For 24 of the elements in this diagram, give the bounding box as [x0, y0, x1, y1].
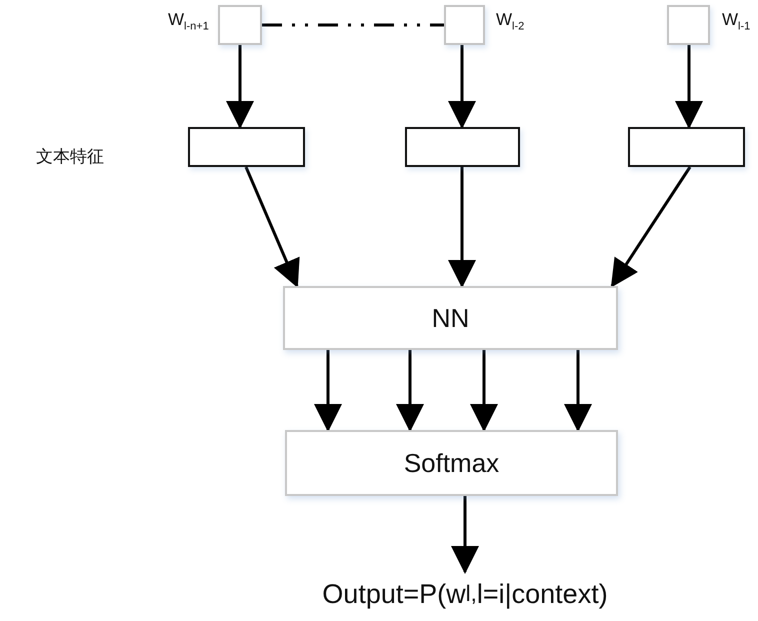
input-square [667, 5, 710, 45]
arrow [675, 45, 703, 129]
input-square [444, 5, 485, 45]
dash-dot-line [262, 24, 444, 26]
row-label: 文本特征 [36, 146, 104, 168]
arrow [226, 45, 254, 129]
arrow [451, 496, 479, 574]
arrow [564, 350, 592, 432]
arrow [448, 45, 476, 129]
process-box: NN [283, 286, 618, 350]
arrow [244, 166, 300, 288]
word-label: W$_{l-2}$ [496, 10, 524, 32]
arrow [314, 350, 342, 432]
arrow [470, 350, 498, 432]
feature-box [188, 127, 305, 167]
input-square [218, 5, 262, 45]
arrow [396, 350, 424, 432]
feature-box [628, 127, 745, 167]
arrow [610, 166, 692, 288]
word-label: W$_{l-n+1}$ [168, 10, 209, 32]
word-label: W$_{l-1}$ [722, 10, 750, 32]
arrow [448, 167, 476, 288]
process-box: Softmax [285, 430, 618, 496]
feature-box [405, 127, 520, 167]
